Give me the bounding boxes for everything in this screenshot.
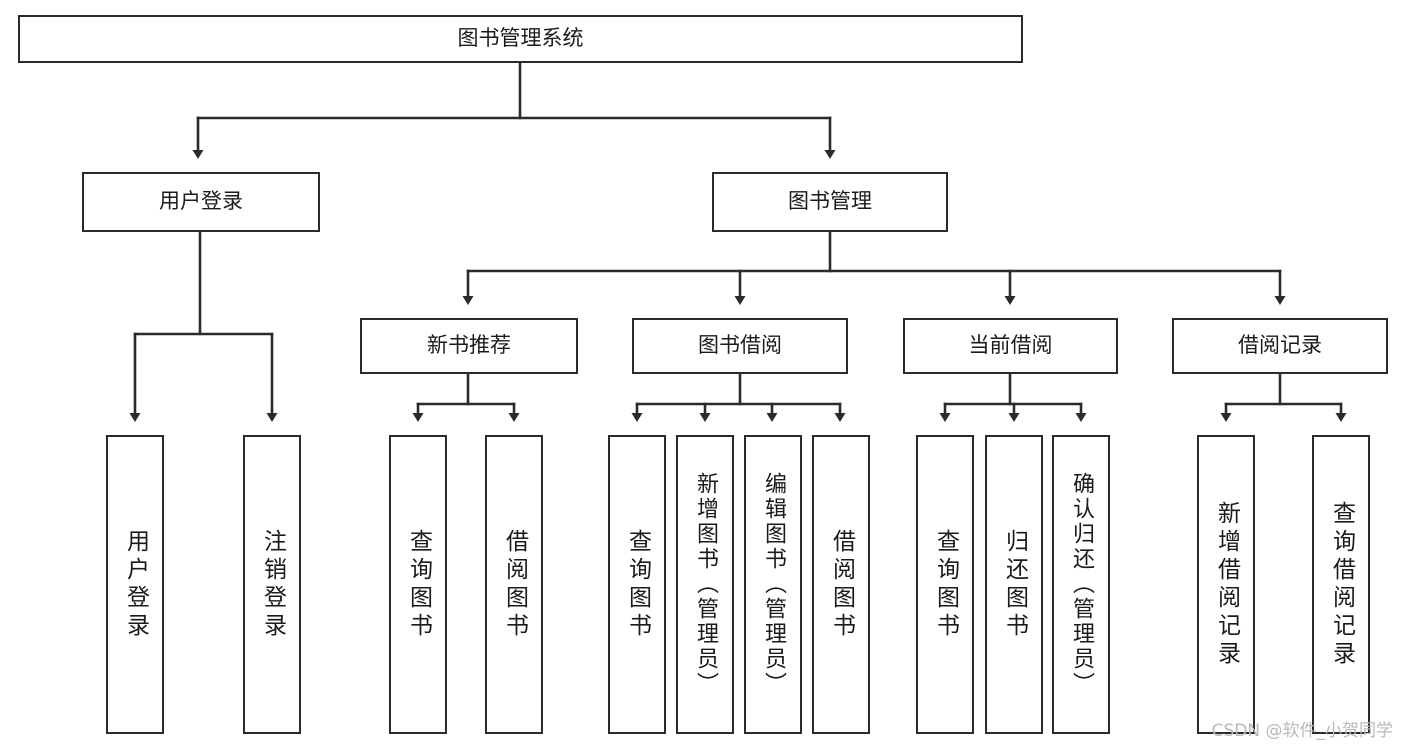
node-label: 新书推荐 [427, 333, 511, 358]
leaf-edit-book-admin[interactable]: 编辑图书（管理员） [744, 435, 802, 734]
node-label: 图书借阅 [698, 333, 782, 358]
node-label: 查询图书 [932, 528, 959, 641]
node-label: 借阅记录 [1238, 333, 1322, 358]
leaf-add-book-admin[interactable]: 新增图书（管理员） [676, 435, 734, 734]
watermark-csdn: CSDN @软件_小贺同学 [1211, 721, 1393, 741]
leaf-confirm-return-admin[interactable]: 确认归还（管理员） [1052, 435, 1110, 734]
node-user-login[interactable]: 用户登录 [82, 172, 320, 232]
node-book-borrowing[interactable]: 图书借阅 [632, 318, 848, 374]
node-label: 用户登录 [159, 189, 243, 214]
node-new-book-recommendation[interactable]: 新书推荐 [360, 318, 578, 374]
leaf-query-book-borrow[interactable]: 查询图书 [608, 435, 666, 734]
node-borrowing-records[interactable]: 借阅记录 [1172, 318, 1388, 374]
node-label: 确认归还（管理员） [1069, 472, 1094, 697]
leaf-return-book[interactable]: 归还图书 [985, 435, 1043, 734]
leaf-query-book-current[interactable]: 查询图书 [916, 435, 974, 734]
leaf-logout[interactable]: 注销登录 [243, 435, 301, 734]
leaf-borrow-book[interactable]: 借阅图书 [812, 435, 870, 734]
node-label: 借阅图书 [501, 528, 528, 641]
node-label: 借阅图书 [828, 528, 855, 641]
node-label: 编辑图书（管理员） [761, 472, 786, 697]
leaf-query-book-new[interactable]: 查询图书 [389, 435, 447, 734]
leaf-query-borrow-record[interactable]: 查询借阅记录 [1312, 435, 1370, 734]
node-label: 归还图书 [1001, 528, 1028, 641]
node-label: 查询借阅记录 [1328, 500, 1355, 669]
node-label: 新增图书（管理员） [693, 472, 718, 697]
node-label: 用户登录 [122, 528, 149, 641]
node-label: 图书管理系统 [457, 26, 584, 51]
node-label: 图书管理 [788, 189, 872, 214]
leaf-user-login[interactable]: 用户登录 [106, 435, 164, 734]
leaf-borrow-book-new[interactable]: 借阅图书 [485, 435, 543, 734]
node-label: 当前借阅 [968, 333, 1053, 358]
node-root-book-management-system[interactable]: 图书管理系统 [18, 15, 1023, 63]
node-label: 新增借阅记录 [1213, 500, 1240, 669]
node-book-management[interactable]: 图书管理 [712, 172, 948, 232]
node-label: 注销登录 [259, 528, 286, 641]
node-label: 查询图书 [405, 528, 432, 641]
node-current-borrowing[interactable]: 当前借阅 [903, 318, 1118, 374]
node-label: 查询图书 [624, 528, 651, 641]
leaf-add-borrow-record[interactable]: 新增借阅记录 [1197, 435, 1255, 734]
